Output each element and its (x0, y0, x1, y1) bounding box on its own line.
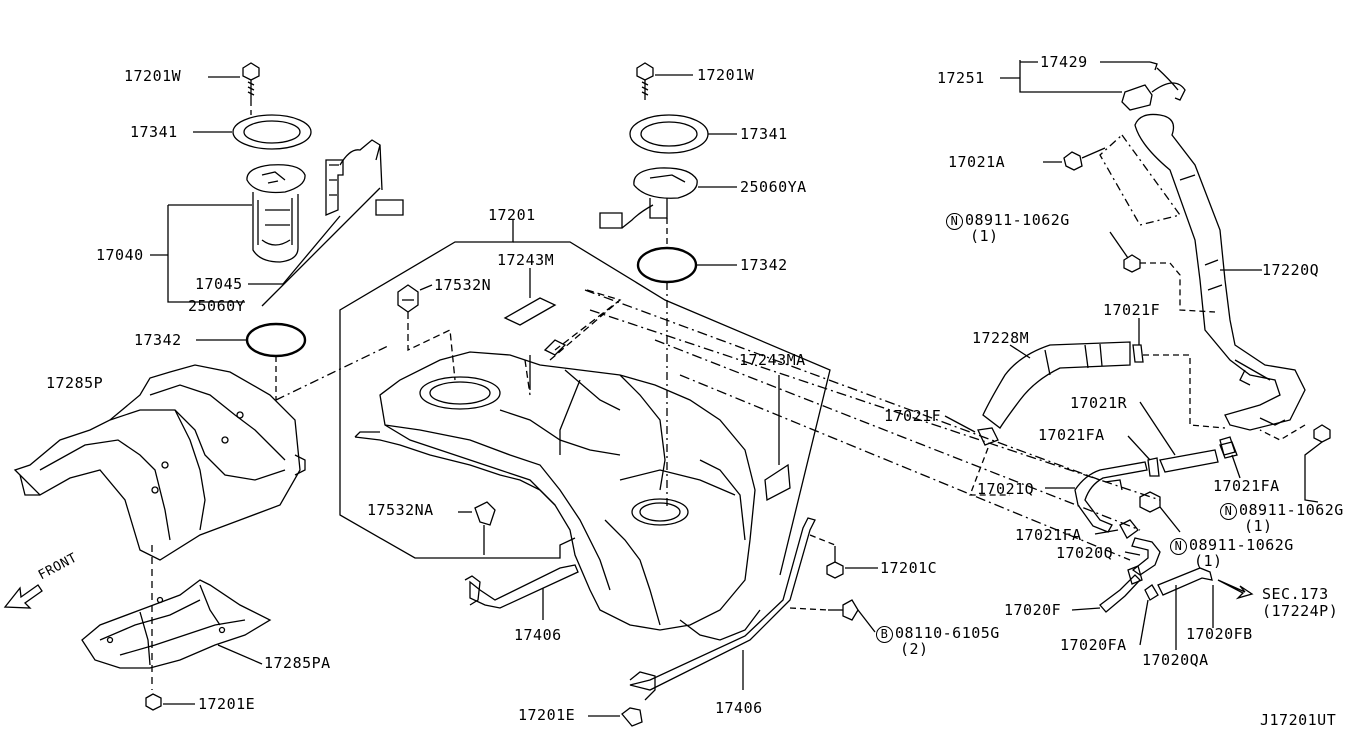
label-tag-17243m (505, 298, 555, 325)
circle-n-icon: N (1170, 538, 1187, 555)
label-17285p: 17285P (46, 374, 104, 392)
nut-08911-right (1314, 425, 1330, 442)
clamp-17021f-top (1133, 345, 1143, 362)
label-17532n: 17532N (434, 276, 492, 294)
front-arrow-icon (5, 585, 42, 608)
nut-08911-mid (1140, 492, 1160, 512)
nut-08911-top (1124, 255, 1140, 272)
label-17285pa: 17285PA (264, 654, 331, 672)
label-17201w-left: 17201W (124, 67, 182, 85)
heat-insulator-17285p (15, 365, 305, 560)
clamp-17021fa-c (1120, 520, 1138, 538)
label-17021q: 17021Q (977, 480, 1035, 498)
hose-17228m (983, 342, 1130, 428)
bolt-17201w-left (243, 63, 259, 100)
label-17021fa-a: 17021FA (1038, 426, 1105, 444)
label-25060ya: 25060YA (740, 178, 807, 196)
o-ring-17342-mid (638, 248, 696, 282)
label-17429: 17429 (1040, 53, 1088, 71)
circle-b-icon: B (876, 626, 893, 643)
tube-17020qa (1145, 568, 1212, 600)
label-17228m: 17228M (972, 329, 1030, 347)
label-17342-left: 17342 (134, 331, 182, 349)
label-17021r: 17021R (1070, 394, 1128, 412)
hose-17021r (1160, 442, 1237, 472)
circle-n-icon: N (946, 213, 963, 230)
heat-insulator-17285pa (82, 580, 270, 668)
fuel-pump-17040 (247, 165, 305, 262)
gasket-17341-mid (630, 115, 708, 153)
label-17201e-left: 17201E (198, 695, 256, 713)
label-17020q: 17020Q (1056, 544, 1114, 562)
gasket-17341-left (233, 115, 311, 149)
tube-17020q (1132, 538, 1160, 575)
label-17020f: 17020F (1004, 601, 1062, 619)
clip-17532n (398, 285, 418, 312)
bolt-17021a (1064, 148, 1105, 170)
label-17021fa-c: 17021FA (1015, 526, 1082, 544)
tube-17020f (1100, 566, 1142, 612)
label-17021a: 17021A (948, 153, 1006, 171)
label-17021f-top: 17021F (1103, 301, 1161, 319)
fuel-gauge-sender-17045 (326, 140, 403, 215)
label-17201e-bottom: 17201E (518, 706, 576, 724)
label-17021f-left: 17021F (884, 407, 942, 425)
sec173-arrow-icon (1218, 580, 1252, 598)
label-17045: 17045 (195, 275, 243, 293)
o-ring-17342-left (247, 324, 305, 356)
label-17201w-mid: 17201W (697, 66, 755, 84)
clamp-17021fa-a (1148, 458, 1159, 476)
label-17020fa: 17020FA (1060, 636, 1127, 654)
label-17201c: 17201C (880, 559, 938, 577)
label-25060y: 25060Y (188, 297, 246, 315)
label-08911-mid-qty: (1) (1194, 552, 1223, 570)
tank-strap-17406-left (465, 565, 578, 608)
label-17201: 17201 (488, 206, 536, 224)
label-17406-a: 17406 (514, 626, 562, 644)
circle-n-icon: N (1220, 503, 1237, 520)
label-17532na: 17532NA (367, 501, 434, 519)
label-sec173-sub: (17224P) (1262, 602, 1339, 620)
label-17243ma: 17243MA (739, 351, 806, 369)
bolt-17201c (827, 546, 843, 578)
diagram-code: J17201UT (1260, 711, 1337, 729)
label-17021fa-b: 17021FA (1213, 477, 1280, 495)
label-17040: 17040 (96, 246, 144, 264)
label-17406-b: 17406 (715, 699, 763, 717)
label-17243m: 17243M (497, 251, 555, 269)
label-08110-qty: (2) (900, 640, 929, 658)
label-17251: 17251 (937, 69, 985, 87)
tube-17021q (1075, 462, 1147, 532)
clip-17532na (475, 502, 495, 525)
bolt-08110-6105g (828, 600, 858, 620)
label-08911-right-qty: (1) (1244, 517, 1273, 535)
tank-strap-17406-right (630, 518, 815, 700)
tank-outline-frame (340, 232, 830, 575)
label-17020fb: 17020FB (1186, 625, 1253, 643)
bolt-17201w-mid (637, 63, 653, 100)
clamp-17021f-left (978, 428, 998, 445)
fuel-pump-25060ya (600, 168, 697, 228)
label-17220q: 17220Q (1262, 261, 1320, 279)
label-17020qa: 17020QA (1142, 651, 1209, 669)
label-08911-top-qty: (1) (970, 227, 999, 245)
label-17341-mid: 17341 (740, 125, 788, 143)
bolt-17201e-left (146, 694, 161, 710)
filler-tube-17220q (1135, 114, 1305, 430)
filler-cap-17251 (1122, 62, 1185, 110)
label-sec173: SEC.173 (1262, 585, 1329, 603)
clamp-17021fa-b (1220, 437, 1235, 455)
bolt-17201e-bottom (622, 708, 642, 726)
label-17341-left: 17341 (130, 123, 178, 141)
label-17342-mid: 17342 (740, 256, 788, 274)
fuel-tank-17201 (355, 340, 760, 640)
label-tag-17243ma (765, 465, 790, 500)
